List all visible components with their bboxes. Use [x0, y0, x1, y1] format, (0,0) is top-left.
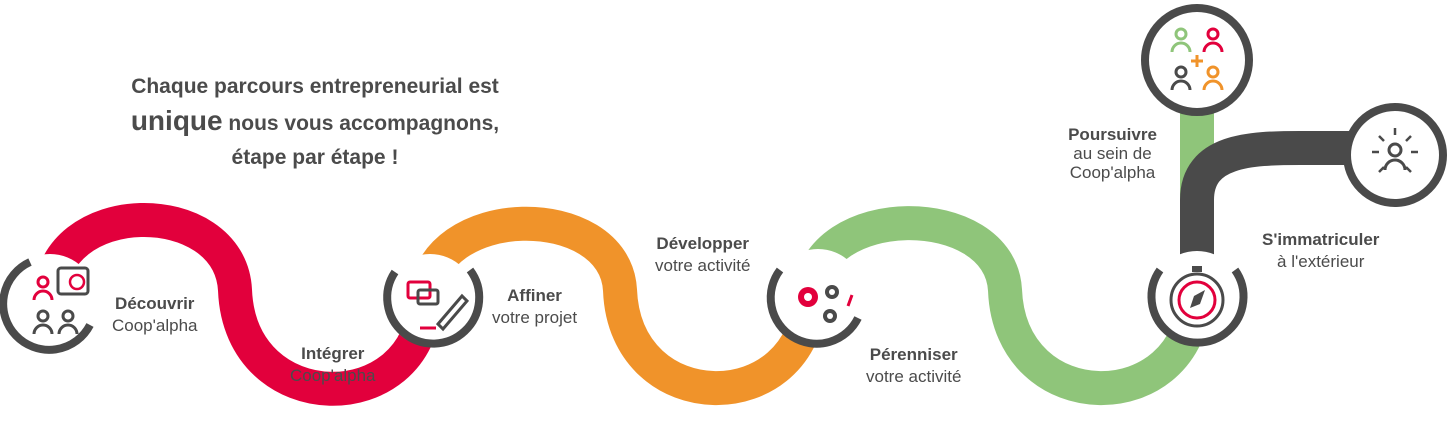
- step-label-decouvrir: Découvrir Coop'alpha: [112, 293, 197, 337]
- step-circle-perenniser: [1147, 251, 1248, 347]
- headline-emphasis: unique: [130, 105, 223, 136]
- headline-line3: étape par étape !: [231, 146, 399, 169]
- step-subtitle: à l'extérieur: [1277, 252, 1365, 271]
- headline-line2-rest: nous vous accompagnons,: [222, 112, 500, 135]
- step-circle-decouvrir: [0, 254, 96, 354]
- step-circle-affiner: [383, 254, 484, 348]
- step-circle-immatriculer: [1343, 103, 1447, 207]
- step-label-developper: Développer votre activité: [655, 233, 750, 277]
- step-label-perenniser: Pérenniser votre activité: [866, 344, 961, 388]
- step-title: Pérenniser: [869, 345, 958, 364]
- compass-icon: [1169, 266, 1225, 328]
- path-segment-dark: [1180, 131, 1395, 255]
- path-segment-green: [793, 206, 1212, 405]
- step-subtitle: votre projet: [492, 308, 578, 327]
- headline: Chaque parcours entrepreneurial est uniq…: [95, 70, 535, 175]
- step-subtitle: au sein de Coop'alpha: [1069, 144, 1156, 182]
- chat-pencil-icon: [406, 280, 470, 332]
- headline-line2: unique nous vous accompagnons,: [95, 104, 535, 141]
- step-label-poursuivre: Poursuivre au sein de Coop'alpha: [1055, 125, 1170, 182]
- step-subtitle: Coop'alpha: [290, 366, 376, 385]
- group-network-icon: [1170, 27, 1224, 91]
- gears-icon: [798, 285, 854, 323]
- people-presentation-icon: [32, 266, 90, 335]
- step-circle-developper: [766, 249, 864, 348]
- step-subtitle: votre activité: [866, 367, 962, 386]
- step-title: Découvrir: [115, 294, 195, 313]
- person-sun-icon: [1372, 128, 1418, 173]
- step-title: Intégrer: [301, 344, 365, 363]
- step-subtitle: Coop'alpha: [112, 316, 198, 335]
- headline-line1: Chaque parcours entrepreneurial est: [131, 75, 499, 98]
- step-label-immatriculer: S'immatriculer à l'extérieur: [1262, 229, 1379, 273]
- step-subtitle: votre activité: [655, 256, 751, 275]
- step-circle-poursuivre: [1141, 4, 1253, 116]
- step-title: S'immatriculer: [1262, 230, 1380, 249]
- path-segment-orange: [408, 206, 827, 405]
- path-segment-red: [33, 203, 442, 406]
- step-label-integrer: Intégrer Coop'alpha: [290, 343, 375, 387]
- step-title: Affiner: [507, 286, 562, 305]
- step-label-affiner: Affiner votre projet: [492, 285, 577, 329]
- step-title: Poursuivre: [1068, 125, 1157, 144]
- step-title: Développer: [656, 234, 750, 253]
